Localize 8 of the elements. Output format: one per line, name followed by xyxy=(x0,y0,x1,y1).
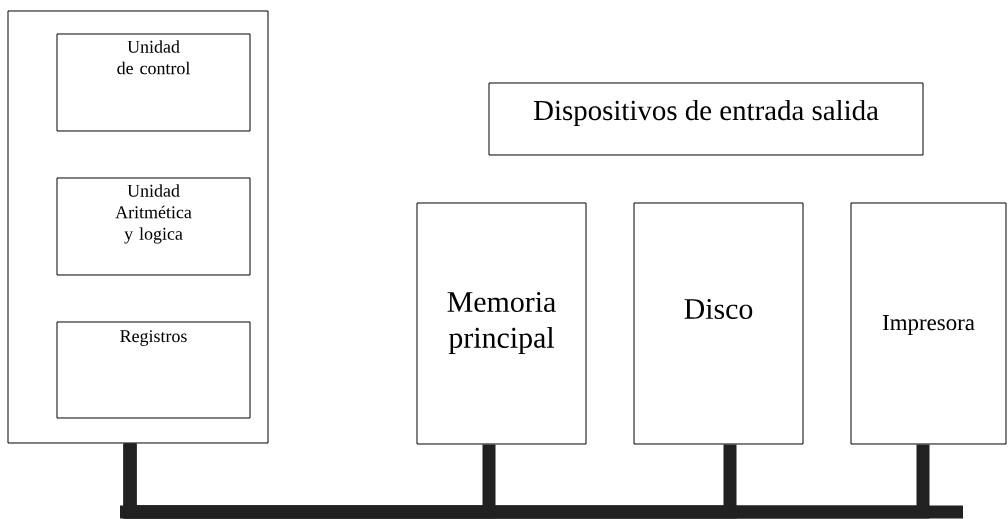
component-box: Disco xyxy=(633,202,804,445)
bus-line xyxy=(123,443,930,519)
component-box: Memoria principal xyxy=(416,202,587,445)
component-box: Dispositivos de entrada salida xyxy=(488,82,924,156)
component-box: Impresora xyxy=(850,202,1007,445)
component-box: Unidad de control xyxy=(56,33,251,132)
component-box: Registros xyxy=(56,321,251,419)
component-box: Unidad Aritmética y logica xyxy=(56,177,251,276)
